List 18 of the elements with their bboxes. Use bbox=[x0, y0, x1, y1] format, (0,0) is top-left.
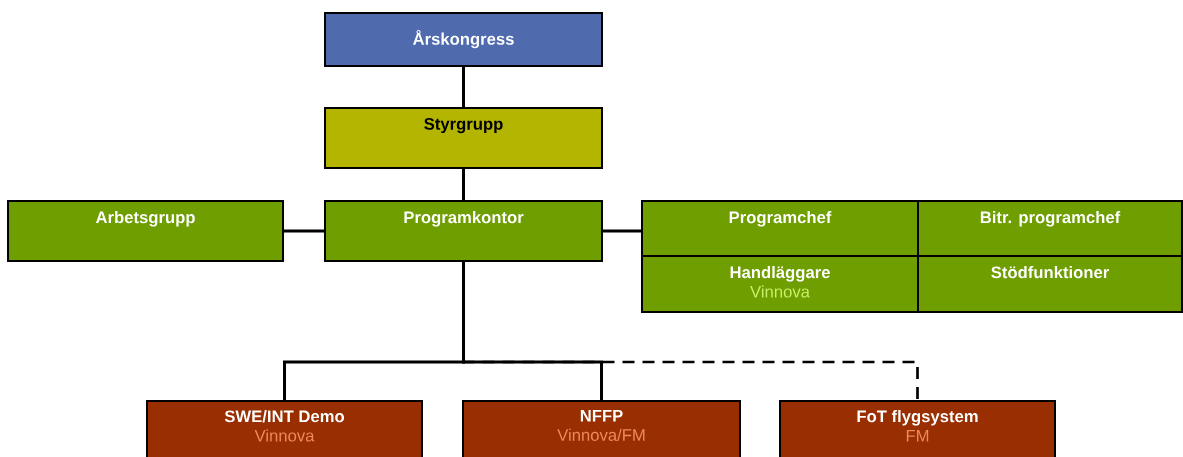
org-box: Årskongress bbox=[324, 12, 603, 67]
role-cell: Programchef bbox=[641, 200, 919, 257]
role-cell: Stödfunktioner bbox=[917, 255, 1183, 313]
connector-line bbox=[462, 261, 603, 401]
org-box: Styrgrupp bbox=[324, 107, 603, 169]
org-box: SWE/INT Demo Vinnova bbox=[146, 400, 423, 457]
node-label: Bitr. programchef bbox=[980, 210, 1121, 227]
org-box: NFFP Vinnova/FM bbox=[462, 400, 741, 457]
connector-line bbox=[602, 229, 642, 233]
connector-line bbox=[462, 168, 465, 201]
connector-line bbox=[283, 229, 325, 233]
org-box: Arbetsgrupp bbox=[7, 200, 284, 262]
role-cell: Handläggare Vinnova bbox=[641, 255, 919, 313]
role-cell: Bitr. programchef bbox=[917, 200, 1183, 257]
node-label: Stödfunktioner bbox=[991, 265, 1109, 279]
org-box: FoT flygsystem FM bbox=[779, 400, 1056, 457]
connector-line bbox=[462, 66, 465, 108]
org-box: Programkontor bbox=[324, 200, 603, 262]
